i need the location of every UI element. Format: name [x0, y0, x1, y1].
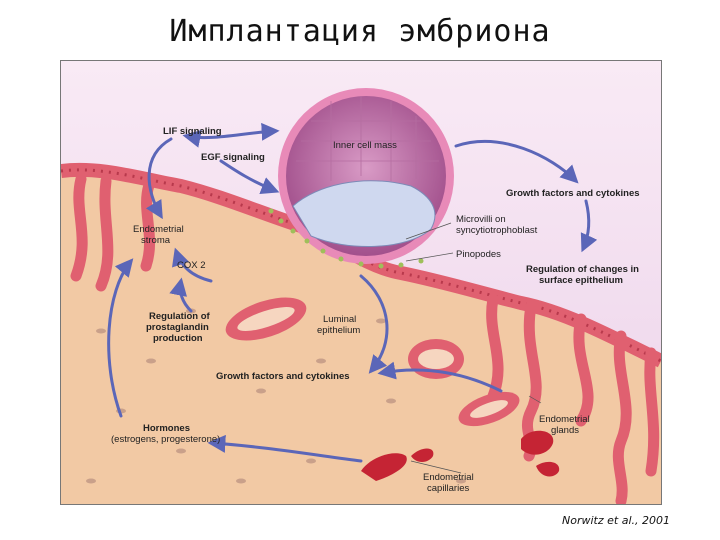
label-growth-factors-mid: Growth factors and cytokines: [216, 371, 350, 382]
label-luminal-2: epithelium: [317, 325, 360, 336]
label-regulation-surface-2: surface epithelium: [539, 275, 623, 286]
leader-microvilli: [405, 222, 452, 240]
label-lif-signaling: LIF signaling: [163, 126, 222, 137]
arrow-egf-signaling: [219, 159, 280, 195]
label-endometrial-stroma-2: stroma: [141, 235, 171, 246]
endometrial-capillaries: [361, 430, 560, 481]
pinopodes: [268, 208, 424, 269]
arrow-prostaglandin: [169, 277, 193, 313]
label-pinopodes: Pinopodes: [456, 249, 501, 260]
label-growth-factors-top: Growth factors and cytokines: [506, 188, 640, 199]
leader-capillaries: [410, 460, 462, 474]
leader-pinopodes: [405, 252, 454, 262]
arrow-glands-to-growth: [377, 361, 503, 393]
label-capillaries-1: Endometrial: [423, 472, 474, 483]
arrow-hormones-up: [107, 258, 134, 418]
leader-glands: [528, 395, 542, 404]
slide-title: Имплантация эмбриона: [169, 14, 551, 49]
endometrial-stroma-region: [61, 169, 661, 504]
arrow-capillaries-to-hormones: [207, 434, 363, 463]
endometrial-glands-left: [70, 173, 156, 292]
arrow-lif-to-stroma: [145, 137, 173, 220]
label-glands-1: Endometrial: [539, 414, 590, 425]
label-microvilli-1: Microvilli on: [456, 214, 506, 225]
arrow-regulation-surface: [580, 199, 598, 253]
implantation-diagram: LIF signaling EGF signaling Inner cell m…: [60, 60, 662, 505]
arrow-cox2: [172, 247, 213, 283]
label-glands-2: glands: [551, 425, 579, 436]
label-prostaglandin-3: production: [153, 333, 203, 344]
label-luminal-1: Luminal: [323, 314, 356, 325]
citation: Norwitz et al., 2001: [562, 514, 670, 527]
arrow-lif-signaling: [182, 122, 280, 148]
arrow-growth-factors-top: [454, 140, 579, 184]
label-hormones-1: Hormones: [143, 423, 190, 434]
label-cox2: COX 2: [177, 260, 206, 271]
label-hormones-2: (estrogens, progesterone): [111, 434, 220, 445]
label-inner-cell-mass: Inner cell mass: [333, 140, 397, 151]
gland-cross-sections: [225, 297, 520, 427]
label-prostaglandin-2: prostaglandin: [146, 322, 209, 333]
arrow-luminal-to-growth: [359, 274, 389, 374]
label-regulation-surface-1: Regulation of changes in: [526, 264, 639, 275]
blastocyst: [278, 88, 454, 264]
label-capillaries-2: capillaries: [427, 483, 469, 494]
label-prostaglandin-1: Regulation of: [149, 311, 211, 322]
label-microvilli-2: syncytiotrophoblast: [456, 225, 538, 236]
label-egf-signaling: EGF signaling: [201, 152, 265, 163]
label-endometrial-stroma-1: Endometrial: [133, 224, 184, 235]
